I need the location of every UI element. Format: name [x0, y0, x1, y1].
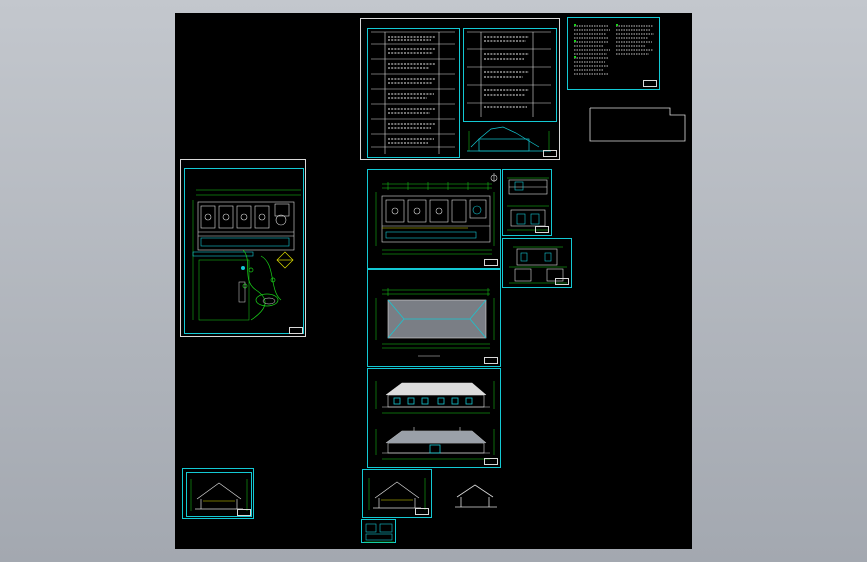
sheet-design-notes[interactable]	[360, 18, 560, 160]
loose-gable-outline	[455, 484, 497, 508]
sheet-floor-plan[interactable]	[367, 169, 501, 269]
section-left-frame	[186, 472, 252, 517]
tiny-detail-drawing	[364, 523, 394, 543]
sheet-detail-1[interactable]	[502, 169, 552, 236]
detail-2-drawing	[509, 246, 567, 284]
title-block	[415, 508, 429, 515]
site-plan-frame	[184, 168, 304, 334]
cad-model-space[interactable]	[175, 13, 692, 549]
title-block	[535, 226, 549, 233]
sheet-elevations[interactable]	[367, 368, 501, 468]
sheet-roof-plan[interactable]	[367, 269, 501, 367]
north-arrow-icon	[490, 173, 498, 182]
empty-outline-shape	[589, 107, 686, 142]
floor-plan-drawing	[375, 173, 498, 255]
notes-table-left	[367, 28, 460, 158]
sheet-section-left[interactable]	[182, 468, 254, 519]
sheet-site-plan[interactable]	[180, 159, 306, 337]
title-block	[543, 150, 557, 157]
elevations-drawing	[375, 381, 495, 460]
detail-1-drawing	[507, 177, 549, 231]
general-notes-text	[574, 24, 654, 75]
title-block	[484, 357, 498, 364]
title-block	[289, 327, 303, 334]
title-block	[555, 278, 569, 285]
sheet-section-center[interactable]	[362, 469, 432, 518]
roof-plan-drawing	[375, 288, 495, 357]
notes-table-right	[463, 28, 557, 122]
sheet-detail-2[interactable]	[502, 238, 572, 288]
title-block	[237, 509, 251, 516]
sheet-tiny-detail[interactable]	[361, 519, 396, 543]
notes-table-lines	[371, 31, 551, 154]
section-center-drawing	[368, 478, 426, 510]
title-block	[643, 80, 657, 87]
title-block	[484, 458, 498, 465]
site-plan-drawing	[192, 189, 301, 321]
sheet-general-notes[interactable]	[567, 17, 660, 90]
title-block	[484, 259, 498, 266]
section-left-drawing	[190, 479, 248, 511]
